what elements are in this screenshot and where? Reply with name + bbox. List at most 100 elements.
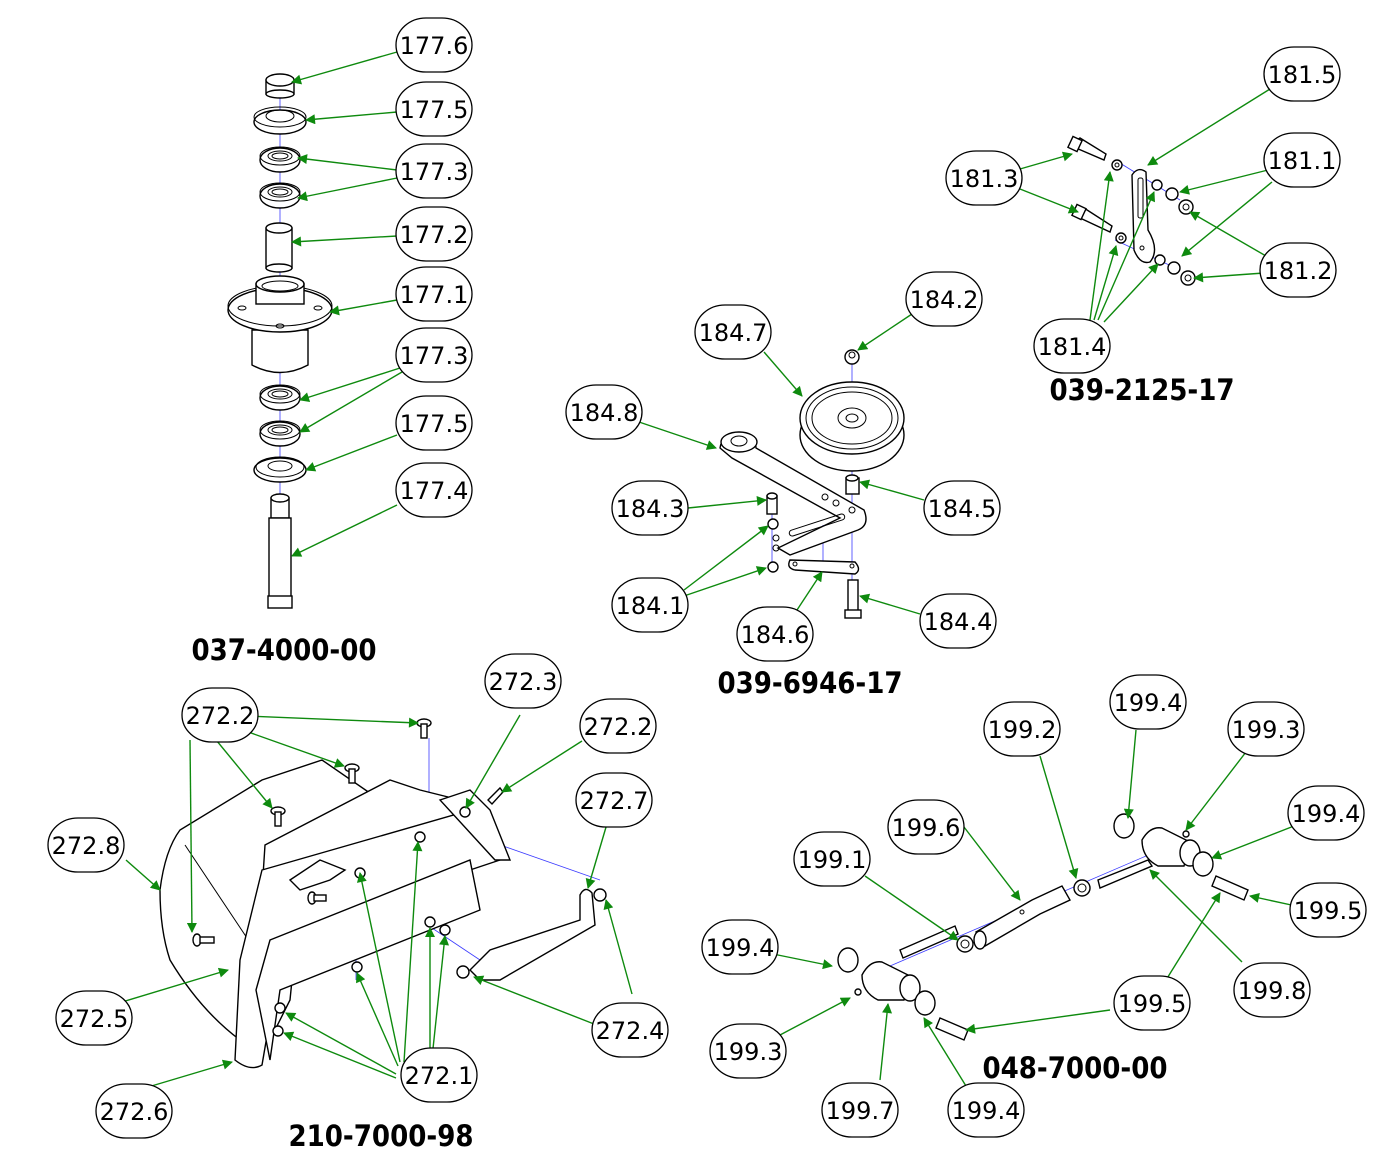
part-bearing-cap bbox=[265, 73, 295, 99]
callout-label: 184.7 bbox=[699, 319, 768, 347]
callout-272-3: 272.3 bbox=[484, 653, 562, 709]
leaders-spindle bbox=[291, 51, 403, 557]
callout-label: 272.5 bbox=[60, 1005, 129, 1033]
callout-181-2: 181.2 bbox=[1259, 242, 1337, 298]
callout-177-2: 177.2 bbox=[395, 206, 473, 262]
callout-199-5: 199.5 bbox=[1289, 882, 1367, 938]
assembly-bracket-link bbox=[1019, 88, 1273, 323]
part-seal-top bbox=[253, 106, 307, 135]
part-rod-right bbox=[1097, 859, 1154, 889]
assembly-label-spindle: 037-4000-00 bbox=[191, 633, 376, 667]
callout-label: 181.2 bbox=[1264, 257, 1333, 285]
callout-label: 199.4 bbox=[1292, 800, 1361, 828]
part-bearing-lower-1 bbox=[259, 384, 301, 411]
callout-label: 272.1 bbox=[405, 1062, 474, 1090]
assembly-deck-bracket bbox=[111, 714, 633, 1094]
callout-184-1: 184.1 bbox=[611, 577, 689, 633]
part-turnbuckle bbox=[973, 885, 1071, 950]
callout-label: 199.4 bbox=[706, 934, 775, 962]
callout-label: 184.4 bbox=[924, 608, 993, 636]
assembly-label-idler: 039-6946-17 bbox=[717, 666, 902, 700]
callout-label: 199.5 bbox=[1294, 897, 1363, 925]
callout-label: 181.1 bbox=[1268, 147, 1337, 175]
part-pulley bbox=[799, 381, 905, 472]
callout-181-4: 181.4 bbox=[1033, 318, 1111, 374]
callout-199-1: 199.1 bbox=[793, 831, 871, 887]
callout-label: 184.1 bbox=[616, 592, 685, 620]
callout-199-4: 199.4 bbox=[701, 919, 779, 975]
part-spacer-tube bbox=[265, 222, 293, 273]
callout-label: 184.2 bbox=[910, 286, 979, 314]
callout-272-5: 272.5 bbox=[55, 990, 133, 1046]
part-ball-joint-right bbox=[1113, 813, 1249, 901]
assembly-tie-rod bbox=[772, 729, 1297, 1087]
part-nuts bbox=[272, 806, 471, 1037]
callout-label: 184.8 bbox=[570, 399, 639, 427]
callout-272-6: 272.6 bbox=[95, 1083, 173, 1139]
callout-label: 272.4 bbox=[596, 1017, 665, 1045]
callout-label: 181.3 bbox=[950, 165, 1019, 193]
callout-177-3: 177.3 bbox=[395, 143, 473, 199]
part-support-arm bbox=[456, 888, 607, 981]
callout-label: 272.2 bbox=[584, 713, 653, 741]
callout-177-3: 177.3 bbox=[395, 327, 473, 383]
callout-label: 177.3 bbox=[400, 158, 469, 186]
callout-177-5: 177.5 bbox=[395, 395, 473, 451]
callout-181-1: 181.1 bbox=[1263, 132, 1341, 188]
part-idler-arm bbox=[719, 431, 867, 556]
callout-272-2: 272.2 bbox=[579, 698, 657, 754]
callout-label: 199.4 bbox=[952, 1097, 1021, 1125]
callout-199-6: 199.6 bbox=[887, 799, 965, 855]
leaders-tie-rod bbox=[772, 729, 1297, 1087]
callout-label: 184.3 bbox=[616, 495, 685, 523]
part-rod-left bbox=[899, 925, 959, 959]
callout-177-5: 177.5 bbox=[395, 81, 473, 137]
callout-label: 272.8 bbox=[52, 832, 121, 860]
part-ball-joint-left bbox=[837, 947, 969, 1041]
callout-199-4: 199.4 bbox=[947, 1082, 1025, 1138]
callout-181-3: 181.3 bbox=[945, 150, 1023, 206]
callout-199-4: 199.4 bbox=[1109, 674, 1187, 730]
assembly-label-bracket-link: 039-2125-17 bbox=[1049, 373, 1234, 407]
part-bearing-upper-1 bbox=[259, 146, 301, 173]
callout-184-7: 184.7 bbox=[694, 304, 772, 360]
part-bearing-lower-2 bbox=[259, 420, 301, 447]
callout-label: 199.2 bbox=[988, 716, 1057, 744]
part-spindle-housing bbox=[227, 275, 333, 374]
assembly-spindle bbox=[227, 51, 403, 609]
callout-label: 272.2 bbox=[186, 702, 255, 730]
callout-label: 177.3 bbox=[400, 342, 469, 370]
part-bolt-lower bbox=[1071, 203, 1113, 233]
callout-199-8: 199.8 bbox=[1233, 962, 1311, 1018]
callout-label: 199.7 bbox=[826, 1097, 895, 1125]
part-bolt-long bbox=[844, 579, 862, 619]
callout-label: 272.3 bbox=[489, 668, 558, 696]
callout-label: 199.3 bbox=[714, 1038, 783, 1066]
callout-bubbles: 177.6 177.5 177.3 177.2 177.1 177.3 177.5 177.4… bbox=[47, 17, 1367, 1139]
part-bearing-upper-2 bbox=[259, 182, 301, 209]
callout-184-5: 184.5 bbox=[923, 480, 1001, 536]
callout-label: 177.2 bbox=[400, 221, 469, 249]
part-link-bar bbox=[788, 559, 860, 575]
callout-177-1: 177.1 bbox=[395, 266, 473, 322]
callout-label: 199.5 bbox=[1118, 990, 1187, 1018]
callout-label: 199.4 bbox=[1114, 689, 1183, 717]
part-jam-nuts bbox=[956, 879, 1091, 953]
callout-label: 199.6 bbox=[892, 814, 961, 842]
callout-272-4: 272.4 bbox=[591, 1002, 669, 1058]
callout-177-6: 177.6 bbox=[395, 17, 473, 73]
part-bolt-small bbox=[766, 492, 778, 515]
callout-label: 272.7 bbox=[580, 787, 649, 815]
callout-199-3: 199.3 bbox=[709, 1023, 787, 1079]
callout-199-7: 199.7 bbox=[821, 1082, 899, 1138]
assembly-idler bbox=[638, 313, 925, 619]
callout-label: 199.8 bbox=[1238, 977, 1307, 1005]
leaders-bracket-link bbox=[1019, 88, 1273, 323]
callout-272-8: 272.8 bbox=[47, 817, 125, 873]
callout-177-4: 177.4 bbox=[395, 462, 473, 518]
assembly-label-tie-rod: 048-7000-00 bbox=[982, 1051, 1167, 1085]
callout-label: 177.5 bbox=[400, 410, 469, 438]
callout-199-3: 199.3 bbox=[1227, 701, 1305, 757]
callout-272-7: 272.7 bbox=[575, 772, 653, 828]
